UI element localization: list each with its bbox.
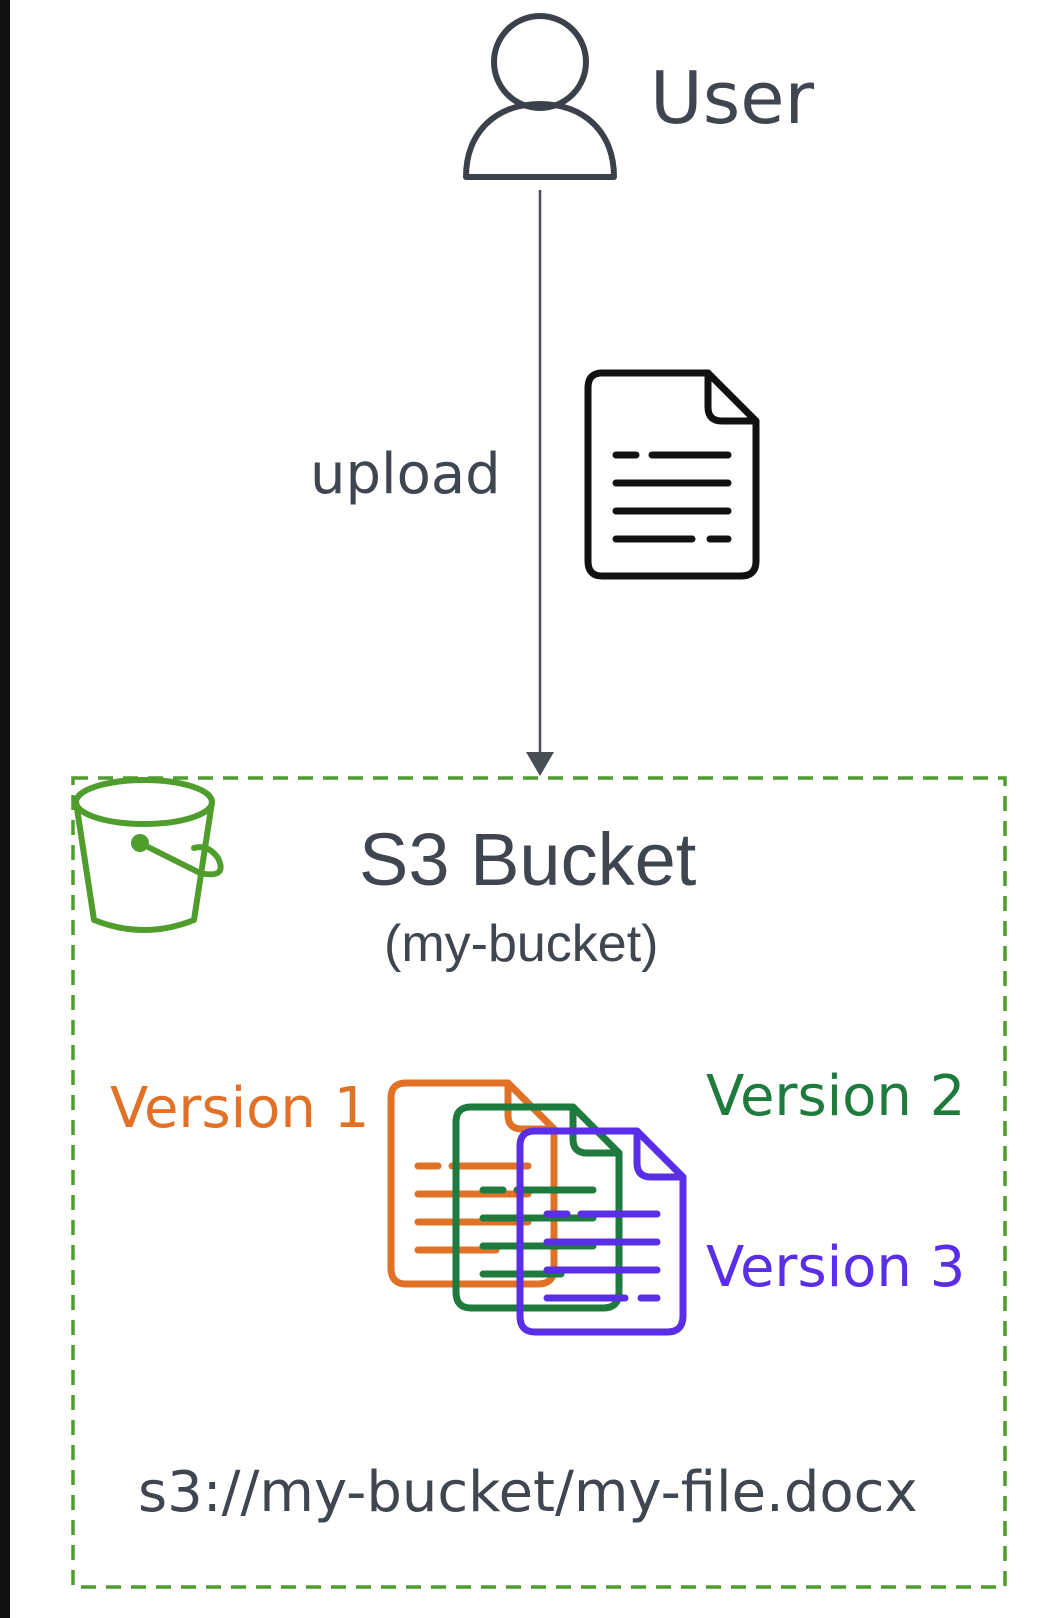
upload-arrow bbox=[526, 190, 554, 776]
s3-bucket-icon bbox=[73, 777, 224, 933]
user-label: User bbox=[650, 56, 815, 140]
bucket-subtitle: (my-bucket) bbox=[384, 915, 659, 973]
upload-label: upload bbox=[310, 442, 501, 507]
version-3-document-icon bbox=[516, 1127, 687, 1336]
version-2-document-icon bbox=[452, 1103, 623, 1312]
object-path: s3://my-bucket/my-file.docx bbox=[138, 1460, 918, 1525]
left-edge-bar bbox=[0, 0, 10, 1618]
version-2-label: Version 2 bbox=[706, 1064, 966, 1129]
version-3-label: Version 3 bbox=[706, 1235, 966, 1300]
version-1-label: Version 1 bbox=[110, 1076, 370, 1141]
document-icon bbox=[584, 369, 760, 580]
bucket-boundary bbox=[71, 776, 1007, 1589]
bucket-title: S3 Bucket bbox=[359, 818, 697, 901]
version-1-document-icon bbox=[387, 1079, 558, 1288]
user-icon bbox=[463, 13, 617, 180]
